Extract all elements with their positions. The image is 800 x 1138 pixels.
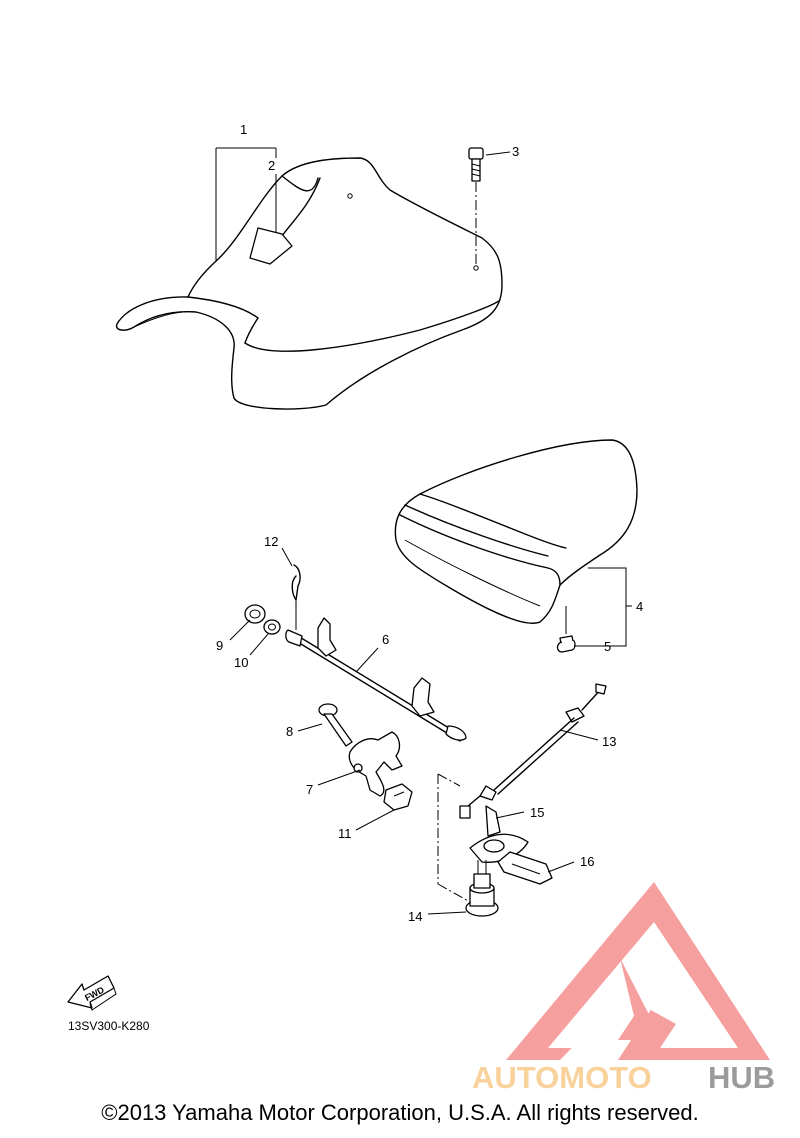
callout-6: 6	[382, 632, 389, 647]
callout-13: 13	[602, 734, 616, 749]
callout-16: 16	[580, 854, 594, 869]
callout-3: 3	[512, 144, 519, 159]
callout-1: 1	[240, 122, 247, 137]
lock-stay[interactable]	[469, 805, 529, 863]
seat-lock-cylinder[interactable]	[465, 860, 499, 917]
watermark-text-light: AUTOMOTO	[472, 1060, 652, 1095]
spacer-washer[interactable]	[244, 604, 266, 624]
copyright-notice: ©2013 Yamaha Motor Corporation, U.S.A. A…	[101, 1100, 699, 1125]
seat-bolt[interactable]	[468, 147, 484, 182]
lock-plate[interactable]	[497, 851, 553, 885]
seat-label-decal[interactable]	[249, 227, 293, 265]
bracket-clip[interactable]	[383, 783, 413, 811]
callout-14: 14	[408, 909, 422, 924]
cotter-pin[interactable]	[291, 564, 301, 630]
passenger-seat[interactable]	[394, 439, 638, 624]
watermark-text-dark: HUB	[708, 1060, 775, 1095]
automotohub-logo: AUTOMOTO HUB	[472, 882, 775, 1095]
lock-bracket[interactable]	[348, 731, 403, 797]
seat-lock-rod[interactable]	[285, 617, 467, 742]
callout-10: 10	[234, 655, 248, 670]
drawing-code: 13SV300-K280	[68, 1019, 150, 1033]
washer[interactable]	[263, 619, 281, 635]
callout-5: 5	[604, 639, 611, 654]
leader-lines	[215, 147, 632, 915]
callout-11: 11	[338, 826, 352, 841]
callout-8: 8	[286, 724, 293, 739]
callout-4: 4	[636, 599, 643, 614]
rider-seat[interactable]	[115, 157, 503, 410]
seat-lock-cable[interactable]	[459, 683, 607, 819]
bracket-bolt[interactable]	[318, 703, 353, 747]
callout-12: 12	[264, 534, 278, 549]
callout-7: 7	[306, 782, 313, 797]
passenger-seat-collar[interactable]	[556, 635, 576, 653]
callout-9: 9	[216, 638, 223, 653]
fwd-arrow-icon: FWD	[67, 975, 117, 1011]
callout-15: 15	[530, 805, 544, 820]
callout-2: 2	[268, 158, 275, 173]
